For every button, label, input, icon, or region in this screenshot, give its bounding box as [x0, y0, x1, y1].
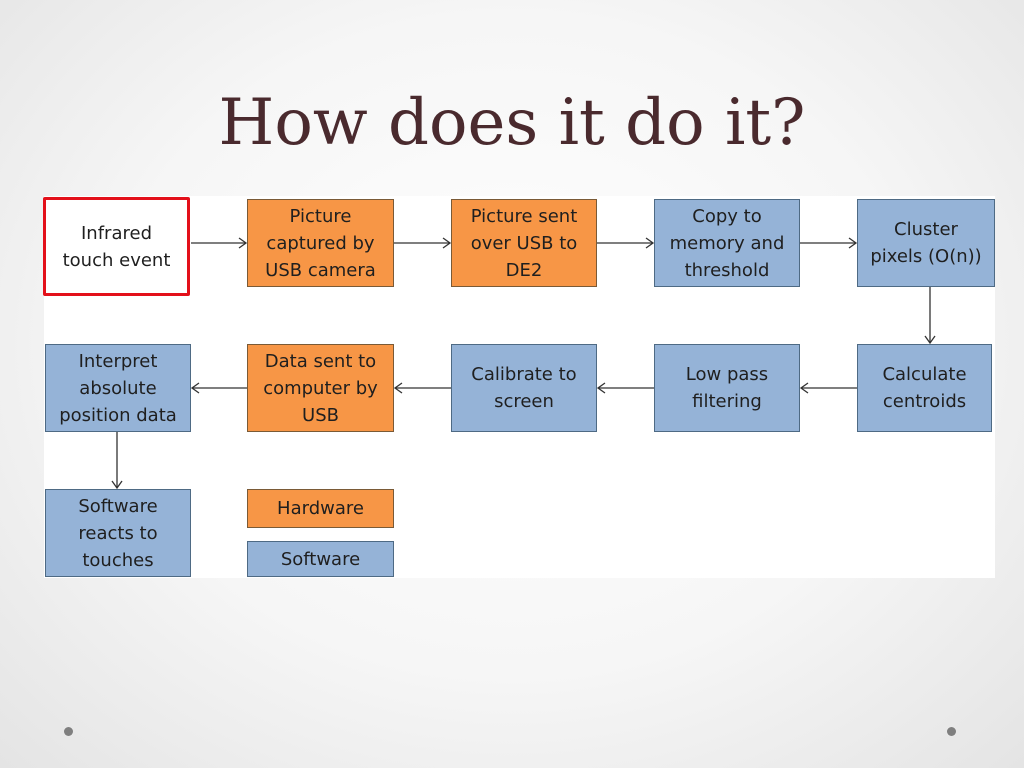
- arrowhead: [848, 237, 858, 249]
- arrowhead: [111, 480, 123, 490]
- node-calibrate-screen: Calibrate to screen: [451, 344, 597, 432]
- node-picture-sent: Picture sent over USB to DE2: [451, 199, 597, 287]
- arrowhead: [645, 237, 655, 249]
- arrowhead: [238, 237, 248, 249]
- legend-hardware: Hardware: [247, 489, 394, 528]
- node-label: Interpret absolute position data: [59, 350, 177, 426]
- legend-label: Software: [280, 548, 361, 570]
- slide-title: How does it do it?: [218, 86, 806, 160]
- arrowhead: [924, 335, 936, 345]
- arrowhead: [442, 237, 452, 249]
- node-software-reacts: Software reacts to touches: [45, 489, 191, 577]
- node-infrared-touch-event: Infrared touch event: [43, 197, 190, 296]
- arrowhead: [393, 382, 403, 394]
- arrowhead: [596, 382, 606, 394]
- node-interpret-position: Interpret absolute position data: [45, 344, 191, 432]
- node-copy-to-memory: Copy to memory and threshold: [654, 199, 800, 287]
- node-label: Calibrate to screen: [471, 364, 577, 412]
- node-calculate-centroids: Calculate centroids: [857, 344, 992, 432]
- node-label: Software reacts to touches: [78, 495, 158, 571]
- arrowhead: [799, 382, 809, 394]
- node-label: Cluster pixels (O(n)): [870, 219, 982, 267]
- legend-label: Hardware: [277, 498, 364, 519]
- node-label: Data sent to computer by USB: [263, 350, 378, 426]
- node-label: Picture captured by USB camera: [265, 205, 376, 281]
- node-label: Copy to memory and threshold: [669, 205, 785, 281]
- node-low-pass-filtering: Low pass filtering: [654, 344, 800, 432]
- decorative-dot-left: [64, 727, 73, 736]
- node-cluster-pixels: Cluster pixels (O(n)): [857, 199, 995, 287]
- node-label: Low pass filtering: [685, 364, 769, 412]
- legend-software: Software: [247, 541, 394, 577]
- node-data-sent: Data sent to computer by USB: [247, 344, 394, 432]
- node-label: Infrared touch event: [62, 222, 171, 271]
- node-picture-captured: Picture captured by USB camera: [247, 199, 394, 287]
- node-label: Picture sent over USB to DE2: [470, 205, 578, 281]
- decorative-dot-right: [947, 727, 956, 736]
- arrowhead: [190, 382, 200, 394]
- node-label: Calculate centroids: [882, 364, 967, 412]
